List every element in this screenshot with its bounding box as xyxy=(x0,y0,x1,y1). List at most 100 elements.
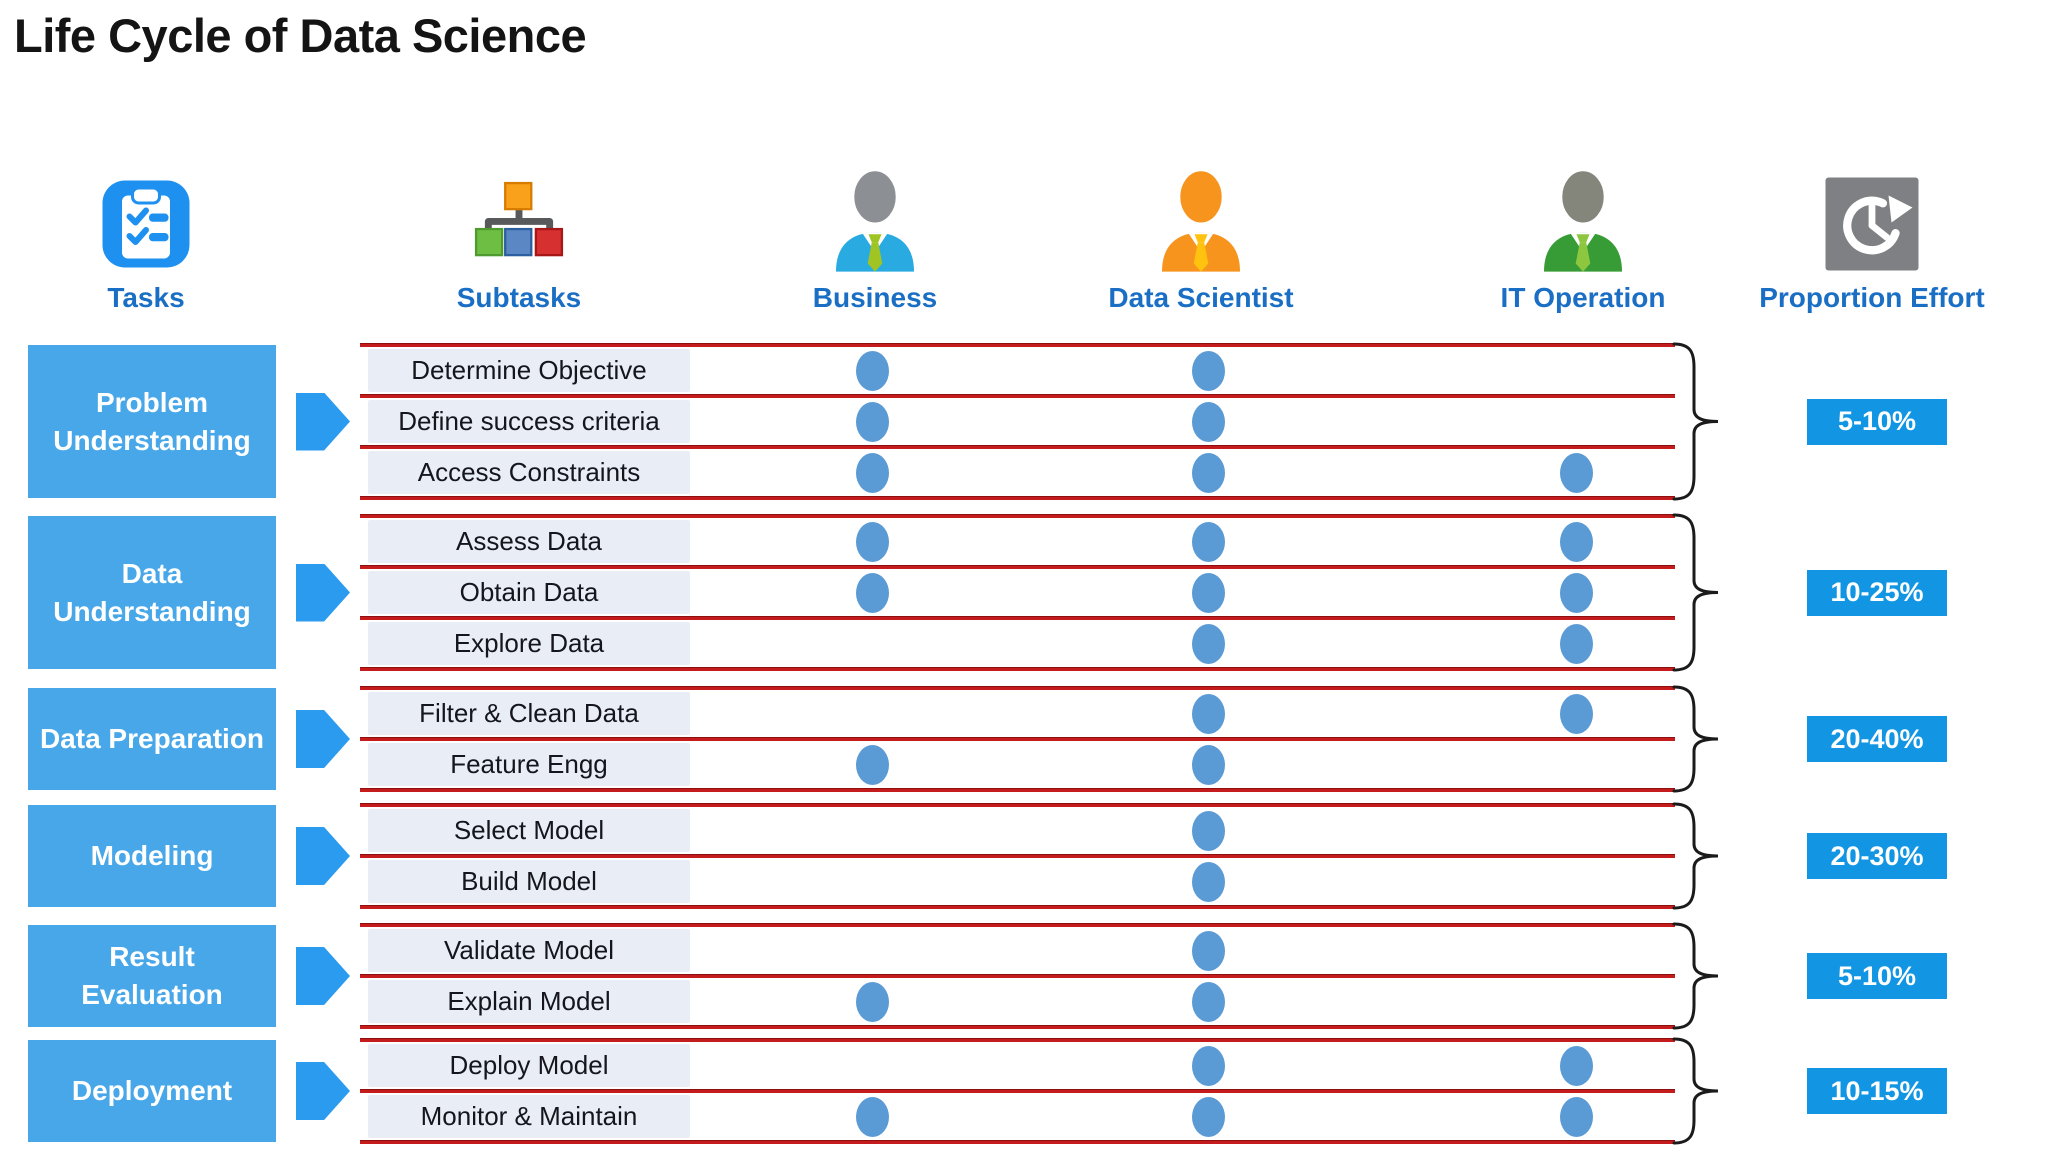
involvement-dot xyxy=(1192,572,1225,613)
involvement-dot xyxy=(1192,521,1225,562)
subtask-pill: Validate Model xyxy=(368,929,690,972)
effort-badge: 5-10% xyxy=(1807,398,1947,445)
involvement-dot xyxy=(856,572,889,613)
involvement-dot xyxy=(1192,452,1225,493)
involvement-dot xyxy=(1560,623,1593,664)
subtask-pill: Build Model xyxy=(368,860,690,903)
involvement-dot xyxy=(856,981,889,1022)
subtask-pill: Access Constraints xyxy=(368,451,690,494)
subtask-pill: Feature Engg xyxy=(368,743,690,786)
business-person-icon xyxy=(836,167,914,272)
involvement-dot xyxy=(1192,1045,1225,1086)
subtask-pill: Obtain Data xyxy=(368,571,690,614)
involvement-dot xyxy=(1192,981,1225,1022)
header-col-proportion-effort: Proportion Effort xyxy=(1702,150,2042,314)
row-separator-line xyxy=(360,854,1675,858)
row-separator-line xyxy=(360,1140,1675,1144)
involvement-dot xyxy=(1192,744,1225,785)
header-col-tasks: Tasks xyxy=(0,150,316,314)
data-scientist-person-icon xyxy=(1162,167,1240,272)
it-operation-person-icon xyxy=(1544,167,1622,272)
page-title: Life Cycle of Data Science xyxy=(14,9,587,62)
effort-badge: 5-10% xyxy=(1807,953,1947,999)
task-box: Modeling xyxy=(28,805,276,907)
row-separator-line xyxy=(360,343,1675,347)
subtask-pill: Deploy Model xyxy=(368,1044,690,1087)
involvement-dot xyxy=(856,452,889,493)
arrow-right-icon xyxy=(296,392,350,451)
column-label-it-operation: IT Operation xyxy=(1500,282,1666,313)
row-separator-line xyxy=(360,803,1675,807)
involvement-dot xyxy=(1192,930,1225,971)
effort-badge: 10-25% xyxy=(1807,569,1947,616)
row-separator-line xyxy=(360,686,1675,690)
task-box: Deployment xyxy=(28,1040,276,1142)
subtask-pill: Select Model xyxy=(368,809,690,852)
row-separator-line xyxy=(360,905,1675,909)
row-separator-line xyxy=(360,616,1675,620)
arrow-right-icon xyxy=(296,563,350,622)
header-col-subtasks: Subtasks xyxy=(349,150,689,314)
subtask-pill: Filter & Clean Data xyxy=(368,692,690,735)
effort-brace xyxy=(1672,685,1719,793)
subtask-pill: Explore Data xyxy=(368,622,690,665)
involvement-dot xyxy=(856,744,889,785)
involvement-dot xyxy=(1560,452,1593,493)
involvement-dot xyxy=(856,521,889,562)
column-label-data-scientist: Data Scientist xyxy=(1108,282,1294,313)
involvement-dot xyxy=(1560,572,1593,613)
subtask-pill: Assess Data xyxy=(368,520,690,563)
row-separator-line xyxy=(360,1038,1675,1042)
row-separator-line xyxy=(360,923,1675,927)
row-separator-line xyxy=(360,514,1675,518)
effort-brace xyxy=(1672,922,1719,1030)
subtask-pill: Explain Model xyxy=(368,980,690,1023)
effort-brace xyxy=(1672,513,1719,672)
effort-badge: 20-30% xyxy=(1807,833,1947,879)
involvement-dot xyxy=(1192,350,1225,391)
involvement-dot xyxy=(1192,861,1225,902)
effort-badge: 10-15% xyxy=(1807,1068,1947,1114)
row-separator-line xyxy=(360,667,1675,671)
row-separator-line xyxy=(360,1089,1675,1093)
subtask-pill: Monitor & Maintain xyxy=(368,1095,690,1138)
involvement-dot xyxy=(1560,693,1593,734)
arrow-right-icon xyxy=(296,710,350,768)
row-separator-line xyxy=(360,737,1675,741)
column-label-proportion-effort: Proportion Effort xyxy=(1759,282,1985,313)
task-box: Result Evaluation xyxy=(28,925,276,1027)
column-label-business: Business xyxy=(812,282,938,313)
involvement-dot xyxy=(1192,810,1225,851)
row-separator-line xyxy=(360,496,1675,500)
row-separator-line xyxy=(360,445,1675,449)
involvement-dot xyxy=(1192,693,1225,734)
arrow-right-icon xyxy=(296,1062,350,1120)
subtask-pill: Define success criteria xyxy=(368,400,690,443)
subtask-pill: Determine Objective xyxy=(368,349,690,392)
arrow-right-icon xyxy=(296,947,350,1005)
column-label-tasks: Tasks xyxy=(107,282,185,313)
task-box: Problem Understanding xyxy=(28,345,276,498)
task-box: Data Understanding xyxy=(28,516,276,669)
row-separator-line xyxy=(360,565,1675,569)
involvement-dot xyxy=(1192,623,1225,664)
history-clock-icon xyxy=(1825,177,1919,271)
row-separator-line xyxy=(360,1025,1675,1029)
involvement-dot xyxy=(1192,1096,1225,1137)
effort-brace xyxy=(1672,1037,1719,1145)
arrow-right-icon xyxy=(296,827,350,885)
involvement-dot xyxy=(856,350,889,391)
involvement-dot xyxy=(1560,521,1593,562)
involvement-dot xyxy=(856,401,889,442)
task-box: Data Preparation xyxy=(28,688,276,790)
header-col-data-scientist: Data Scientist xyxy=(1031,150,1371,314)
effort-badge: 20-40% xyxy=(1807,716,1947,762)
header-col-business: Business xyxy=(705,150,1045,314)
involvement-dot xyxy=(856,1096,889,1137)
header-col-it-operation: IT Operation xyxy=(1413,150,1753,314)
clipboard-checklist-icon xyxy=(102,180,190,268)
effort-brace xyxy=(1672,342,1719,501)
involvement-dot xyxy=(1560,1096,1593,1137)
